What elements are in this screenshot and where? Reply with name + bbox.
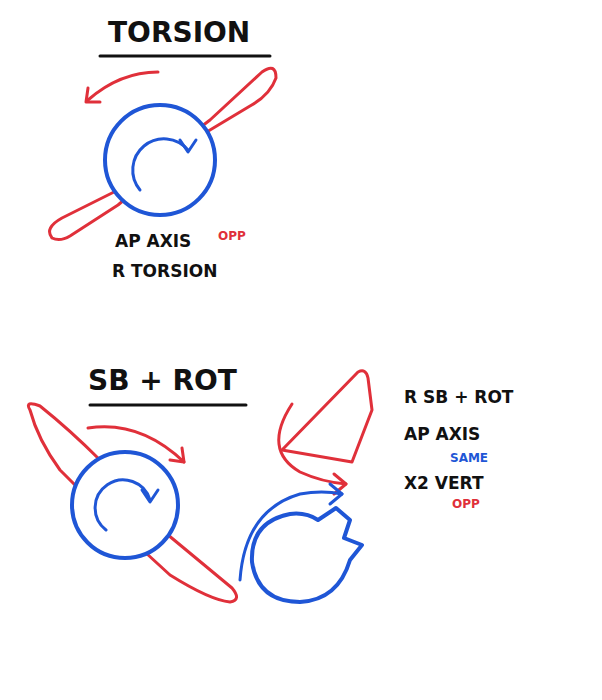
arrow-head [170, 448, 184, 462]
note-accent: SAME [450, 452, 488, 465]
rotation-arrow [240, 492, 342, 580]
heading-underline [100, 55, 270, 58]
blade [28, 404, 236, 602]
note-accent: OPP [218, 230, 246, 243]
arrow-head [86, 88, 100, 102]
rotation-arrow [88, 72, 158, 100]
note: AP AXIS [404, 425, 480, 444]
rotation-arrow [88, 427, 184, 462]
vertebra-circle [105, 105, 215, 215]
arrow-head [180, 140, 196, 152]
heading: SB + ROT [88, 366, 237, 397]
arrow-head [142, 490, 158, 502]
heading: TORSION [108, 18, 250, 49]
note: AP AXIS [115, 232, 191, 251]
heading-underline [90, 404, 246, 407]
vertebra-circle [72, 452, 178, 558]
arrow-head [330, 484, 342, 504]
note-accent: OPP [452, 498, 480, 511]
side-bend-arrow [279, 404, 346, 484]
rotation-arrow [133, 139, 188, 190]
vertebra [252, 508, 362, 602]
note: R SB + ROT [404, 388, 513, 407]
wedge [282, 371, 372, 462]
note: R TORSION [112, 262, 217, 281]
rotation-arrow [95, 480, 150, 530]
blade [50, 68, 276, 239]
note: X2 VERT [404, 474, 484, 493]
